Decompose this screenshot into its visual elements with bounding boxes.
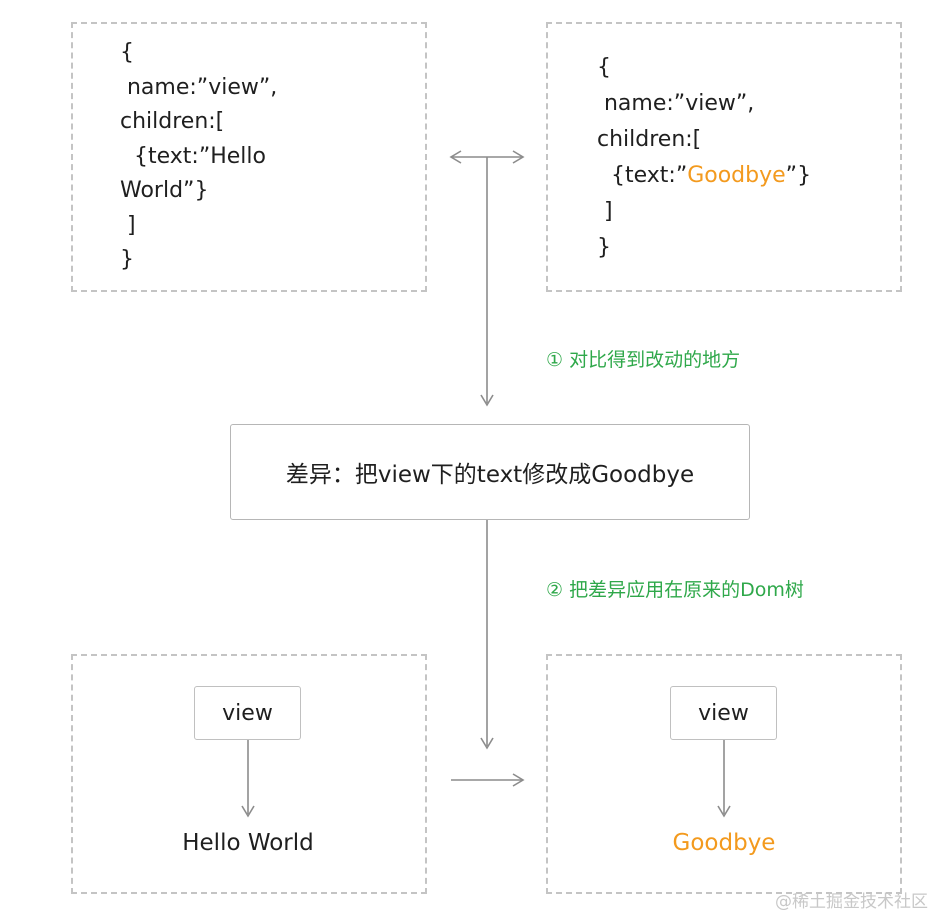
- new-dom-box: [546, 654, 902, 894]
- old-view-node: view: [194, 686, 301, 740]
- code-text: {text:”: [597, 163, 688, 188]
- code-line: {text:”Goodbye”}: [597, 158, 811, 194]
- old-vdom-box: [71, 22, 427, 292]
- code-text: ”}: [785, 163, 812, 188]
- old-dom-box: [71, 654, 427, 894]
- compare-arrow-left-head: [449, 150, 462, 164]
- code-line: children:[: [120, 109, 225, 134]
- code-line: {: [120, 40, 134, 65]
- code-line: ]: [597, 199, 613, 224]
- code-line: name:”view”,: [120, 74, 278, 100]
- apply-arrow-head: [480, 737, 494, 750]
- new-vdom-box: [546, 22, 902, 292]
- old-text-node: Hello World: [182, 830, 314, 856]
- code-line: }: [120, 247, 134, 272]
- code-line: ]: [120, 212, 136, 238]
- code-line: name:”view”,: [597, 91, 755, 116]
- diff-text: 差异：把view下的text修改成Goodbye: [285, 462, 695, 488]
- compare-arrow-right-head: [512, 150, 525, 164]
- diff-arrow-head: [480, 394, 494, 407]
- new-vdom-code: { name:”view”, children:[ {text:”Goodbye”…: [597, 50, 811, 266]
- code-line: }: [597, 235, 611, 260]
- step-1-label: ① 对比得到改动的地方: [546, 349, 741, 371]
- watermark: @稀土掘金技术社区: [775, 892, 928, 912]
- new-view-node: view: [670, 686, 777, 740]
- node-label: view: [222, 700, 273, 726]
- new-tree-arrow-head: [717, 805, 731, 818]
- new-text-node: Goodbye: [672, 830, 776, 856]
- code-line: {text:”Hello: [120, 143, 266, 169]
- code-line: {: [597, 55, 611, 80]
- old-tree-arrow-head: [241, 805, 255, 818]
- code-line: World”}: [120, 178, 209, 203]
- diff-box: 差异：把view下的text修改成Goodbye: [230, 424, 750, 520]
- code-line: children:[: [597, 127, 702, 152]
- patch-arrow-head: [512, 773, 525, 787]
- node-label: view: [698, 700, 749, 726]
- changed-text-highlight: Goodbye: [687, 163, 786, 188]
- step-2-label: ② 把差异应用在原来的Dom树: [546, 579, 804, 601]
